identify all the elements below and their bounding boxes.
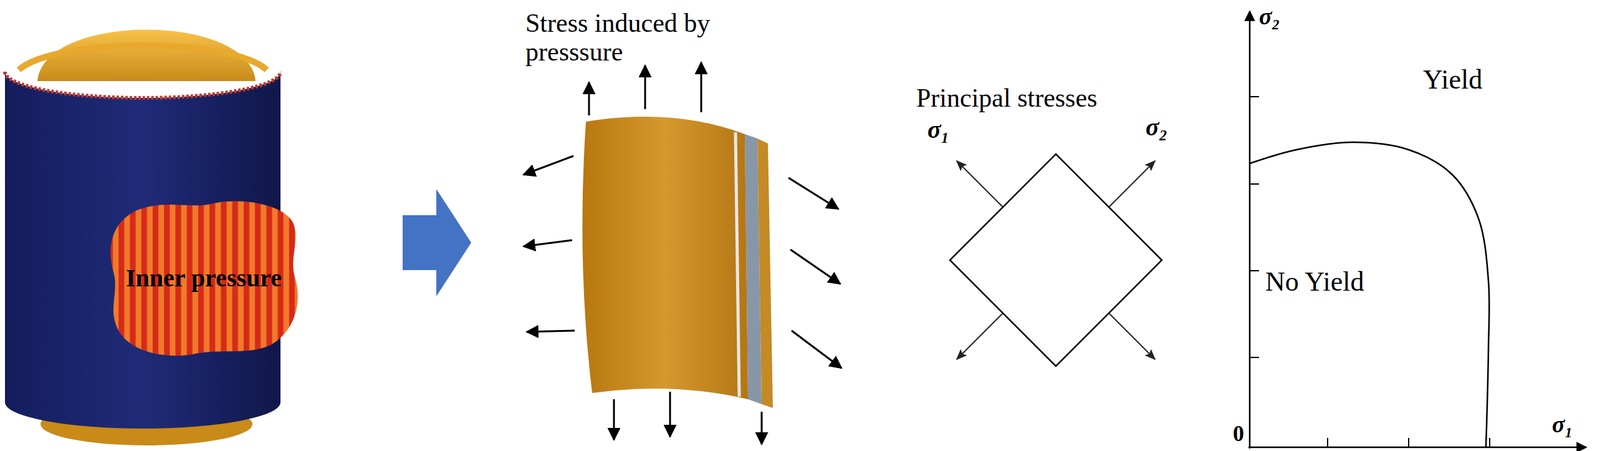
sigma-arrow	[1108, 312, 1155, 360]
axis-label: σ₁	[1552, 411, 1574, 438]
stress-arrow	[700, 62, 703, 113]
stress-arrow	[613, 398, 616, 440]
stress-symbol: σ₁	[927, 115, 950, 144]
sigma-arrow	[956, 312, 1003, 360]
stress-arrow	[523, 155, 574, 175]
figure-caption: Stress induced by presssure	[525, 8, 741, 67]
sigma-arrow	[1108, 160, 1155, 207]
stress-arrow	[791, 330, 842, 368]
shell-layer	[757, 138, 773, 408]
shell-element	[582, 116, 773, 408]
axis-ticks	[1249, 96, 1490, 447]
stress-arrow	[526, 330, 575, 332]
pressure-blob-fill	[110, 201, 298, 356]
stress-symbol: σ₂	[1145, 113, 1169, 141]
region-label: Yield	[1422, 64, 1483, 95]
yield-plot	[1248, 11, 1587, 449]
stress-arrow	[523, 239, 573, 247]
region-label: No Yield	[1265, 266, 1364, 297]
shell-face	[582, 116, 748, 399]
stress-arrow	[669, 391, 672, 437]
stress-square	[949, 153, 1162, 366]
stress-arrows	[523, 62, 842, 444]
pressure-region: Inner pressure	[107, 198, 301, 358]
origin-label: 0	[1232, 421, 1245, 447]
stress-arrow	[588, 82, 591, 116]
stress-arrow	[761, 411, 763, 444]
sigma-arrow	[956, 160, 1003, 207]
principal-stress-element	[949, 153, 1162, 366]
stress-arrow	[644, 65, 647, 110]
y-axis	[1249, 11, 1251, 449]
shell-edge	[735, 132, 740, 397]
region-label: Inner pressure	[119, 261, 288, 295]
x-axis	[1248, 446, 1587, 449]
cylinder-rim	[4, 71, 281, 98]
axis-label: σ₂	[1259, 3, 1281, 30]
stress-arrow	[788, 177, 839, 209]
dome-rim	[18, 45, 267, 70]
yield-curve	[1249, 142, 1490, 447]
stress-arrow	[790, 249, 841, 284]
figure-caption: Principal stresses	[916, 83, 1098, 113]
block-arrow	[402, 188, 472, 297]
